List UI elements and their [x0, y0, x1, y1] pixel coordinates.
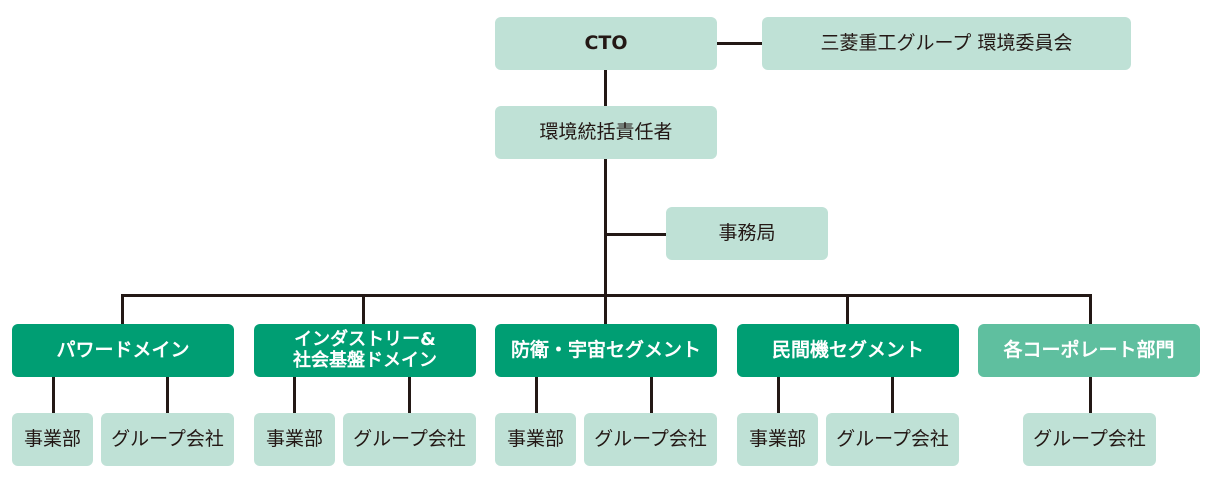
sub-business-unit: 事業部 [254, 413, 335, 466]
division-1-drop [121, 294, 124, 324]
sub-connector [293, 376, 296, 414]
secretariat-box: 事務局 [666, 207, 828, 260]
sub-business-unit: 事業部 [737, 413, 818, 466]
sub-business-unit: 事業部 [495, 413, 576, 466]
sub-group-companies: グループ会社 [584, 413, 717, 466]
cto-committee-connector [717, 42, 762, 45]
cto-box: CTO [495, 17, 717, 70]
sub-connector [408, 376, 411, 414]
sub-connector [650, 376, 653, 414]
division-power-domain: パワードメイン [12, 324, 234, 377]
division-5-drop [1089, 294, 1092, 324]
sub-connector [1089, 376, 1092, 414]
division-4-drop [846, 294, 849, 324]
sub-connector [777, 376, 780, 414]
division-industry-infrastructure: インダストリー& 社会基盤ドメイン [254, 324, 476, 377]
division-3-drop [604, 294, 607, 324]
secretariat-connector [604, 233, 666, 236]
sub-connector [166, 376, 169, 414]
division-commercial-aircraft: 民間機セグメント [737, 324, 959, 377]
sub-group-companies: グループ会社 [1023, 413, 1156, 466]
sub-group-companies: グループ会社 [343, 413, 476, 466]
main-vertical-connector [604, 70, 607, 297]
sub-connector [52, 376, 55, 414]
sub-connector [535, 376, 538, 414]
sub-business-unit: 事業部 [12, 413, 93, 466]
sub-group-companies: グループ会社 [826, 413, 959, 466]
sub-group-companies: グループ会社 [101, 413, 234, 466]
environment-officer-box: 環境統括責任者 [495, 106, 717, 159]
division-corporate: 各コーポレート部門 [978, 324, 1200, 377]
division-2-drop [362, 294, 365, 324]
division-defense-space: 防衛・宇宙セグメント [495, 324, 717, 377]
sub-connector [891, 376, 894, 414]
environment-committee-box: 三菱重工グループ 環境委員会 [762, 17, 1131, 70]
